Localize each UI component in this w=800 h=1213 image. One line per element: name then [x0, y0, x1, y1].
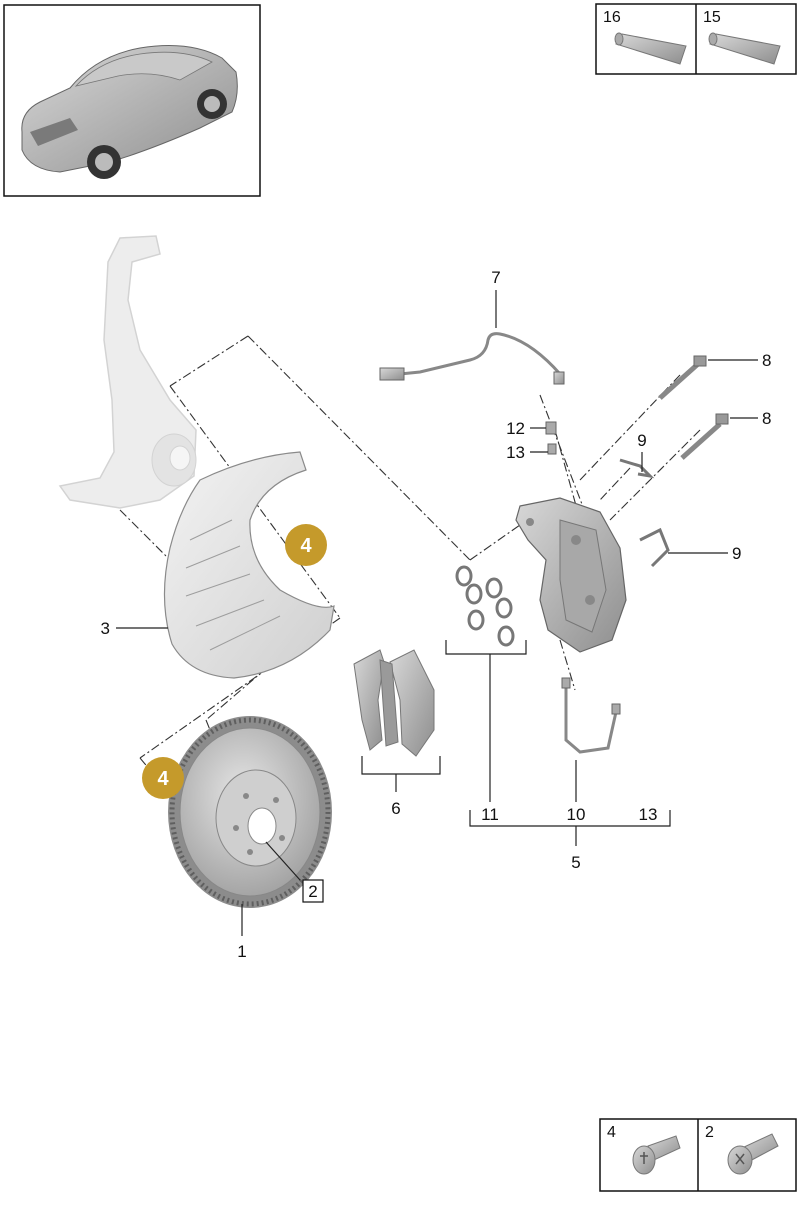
- leader-lines: [116, 290, 758, 936]
- callout-9-lower: 9: [732, 544, 741, 563]
- spring-clip-upper[interactable]: [619, 458, 655, 479]
- sleeve-15-icon[interactable]: [708, 32, 781, 65]
- bolt-2-icon[interactable]: [727, 1133, 779, 1175]
- inset-label-16: 16: [603, 9, 621, 26]
- callout-5: 5: [571, 853, 580, 872]
- sleeve-16-icon[interactable]: [614, 32, 687, 65]
- caliper-bolt-upper[interactable]: [658, 355, 707, 400]
- callout-11: 11: [481, 805, 499, 824]
- bleeder-valve[interactable]: [545, 421, 557, 435]
- callout-12: 12: [506, 419, 525, 438]
- callout-9-upper: 9: [637, 431, 646, 450]
- inset-label-2: 2: [705, 1124, 714, 1141]
- brake-shield[interactable]: [163, 451, 335, 679]
- steering-knuckle: [58, 235, 197, 509]
- callout-6: 6: [391, 799, 400, 818]
- callout-10: 10: [567, 805, 586, 824]
- car-thumbnail: [21, 45, 238, 179]
- callout-2: 2: [308, 882, 317, 901]
- inset-label-15: 15: [703, 9, 721, 26]
- callout-3: 3: [101, 619, 110, 638]
- brake-caliper[interactable]: [515, 497, 627, 653]
- callout-8-lower: 8: [762, 409, 771, 428]
- callout-2-box: 2: [302, 879, 324, 903]
- badge-4-shield: 4: [285, 524, 327, 566]
- badge-4-shield-label: 4: [300, 535, 312, 557]
- callout-1: 1: [237, 942, 246, 961]
- bolt-4-icon[interactable]: [632, 1135, 681, 1175]
- caliper-bolt-lower[interactable]: [680, 413, 729, 460]
- callout-13-upper: 13: [506, 443, 525, 462]
- brake-pads[interactable]: [353, 649, 435, 757]
- inset-bolts: 4 2: [599, 1118, 797, 1192]
- spring-clip-lower[interactable]: [639, 527, 670, 568]
- inset-sleeves: 16 15: [595, 3, 797, 75]
- brake-hose[interactable]: [561, 677, 621, 754]
- callout-7: 7: [491, 268, 500, 287]
- badge-4-disc-label: 4: [157, 768, 169, 790]
- car-thumbnail-box: [3, 4, 261, 197]
- callout-8-upper: 8: [762, 351, 771, 370]
- bleeder-cap[interactable]: [547, 443, 557, 455]
- callout-13-lower: 13: [639, 805, 658, 824]
- seal-rings[interactable]: [455, 565, 515, 647]
- wear-sensor-wire[interactable]: [379, 332, 565, 385]
- badge-4-disc: 4: [142, 757, 184, 799]
- inset-label-4: 4: [607, 1124, 616, 1141]
- brake-disc[interactable]: [168, 716, 332, 908]
